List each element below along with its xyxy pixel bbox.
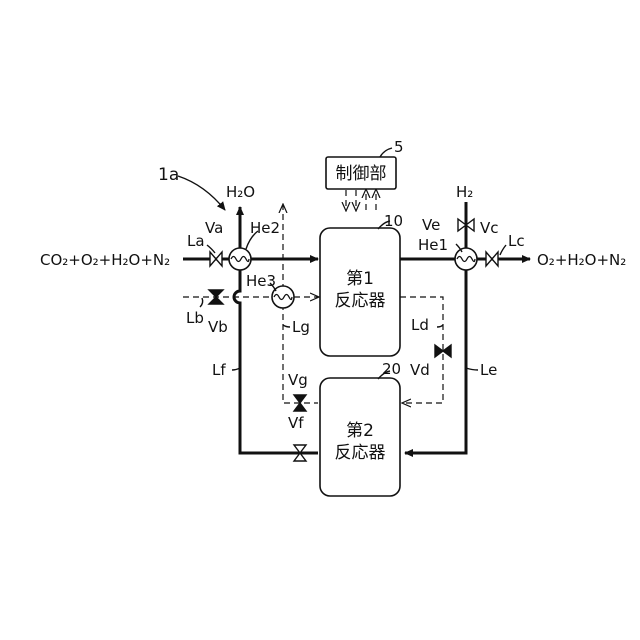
diagram-id-label: 1a (158, 165, 179, 185)
label-He2: He2 (250, 219, 280, 237)
stream-h2-in: H₂ (456, 183, 473, 201)
leader-Lc (500, 245, 506, 255)
label-Lf: Lf (212, 361, 226, 379)
label-Vg: Vg (288, 371, 308, 389)
label-He3: He3 (246, 272, 276, 290)
valve-Vc (486, 252, 498, 266)
reactor-1-line1: 第1 (346, 269, 374, 289)
leader-La (207, 245, 215, 253)
label-Vf: Vf (288, 414, 304, 432)
leader-Lb (200, 298, 203, 307)
ref-leader-5 (380, 148, 392, 157)
label-Vc: Vc (480, 219, 499, 237)
label-Lg: Lg (292, 318, 310, 336)
stream-inlet: CO₂+O₂+H₂O+N₂ (40, 251, 170, 269)
reactor-2-line2: 反応器 (335, 443, 386, 463)
label-Lc: Lc (508, 232, 525, 250)
diagram-pointer (178, 176, 225, 210)
heat-exchanger-He2 (229, 248, 251, 270)
label-Ve: Ve (422, 216, 440, 234)
label-Lb: Lb (186, 309, 204, 327)
reactor-1-line2: 反応器 (335, 291, 386, 311)
leader-Ld (437, 325, 443, 327)
stream-water-out: H₂O (226, 183, 255, 201)
label-Vb: Vb (208, 318, 228, 336)
leader-Le (466, 368, 478, 370)
label-He1: He1 (418, 236, 448, 254)
reactor-2-ref: 20 (382, 360, 401, 378)
label-Le: Le (480, 361, 497, 379)
valve-Vb (209, 290, 223, 304)
label-Vd: Vd (410, 361, 430, 379)
heat-exchanger-He1 (455, 248, 477, 270)
reactor-1-ref: 10 (384, 212, 403, 230)
leader-Lg (283, 325, 290, 327)
stream-outlet: O₂+H₂O+N₂ (537, 251, 626, 269)
label-Va: Va (205, 219, 223, 237)
controller-ref: 5 (394, 138, 404, 156)
controller-label: 制御部 (336, 164, 387, 184)
label-Ld: Ld (411, 316, 429, 334)
label-La: La (187, 232, 205, 250)
valve-Va (210, 252, 222, 266)
reactor-2-line1: 第2 (346, 421, 374, 441)
